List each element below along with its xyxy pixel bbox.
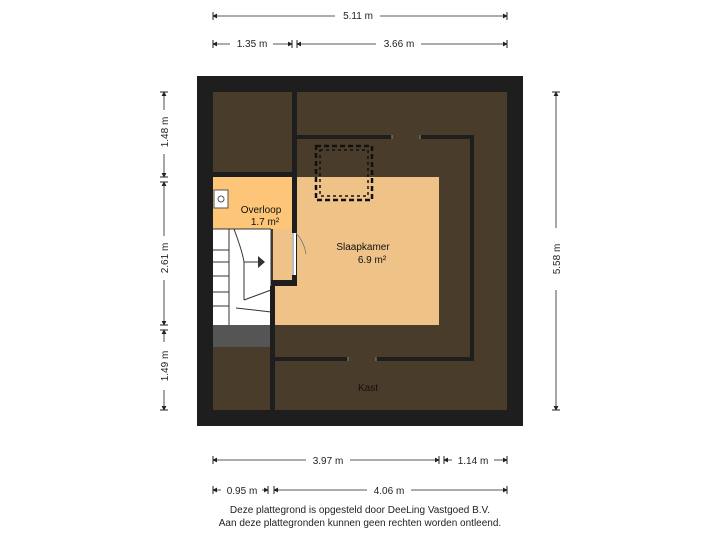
- dim-left-middle: 2.61 m: [160, 243, 171, 274]
- overloop-area: 1.7 m²: [251, 217, 280, 228]
- dim-bottom-lower-left: 0.95 m: [227, 486, 258, 497]
- staircase: [213, 228, 272, 347]
- disclaimer-line-2: Aan deze plattegronden kunnen geen recht…: [218, 518, 502, 529]
- slaapkamer-label: Slaapkamer: [336, 242, 390, 253]
- building: Overloop 1.7 m² Slaapkamer 6.9 m² Kast: [197, 76, 523, 426]
- dimension-ticks: [160, 12, 560, 494]
- dim-left-top: 1.48 m: [160, 117, 171, 148]
- dim-left-bottom: 1.49 m: [160, 351, 171, 382]
- dim-bottom-upper-left: 3.97 m: [313, 456, 344, 467]
- skylight: [314, 144, 374, 202]
- dimension-lines: [161, 13, 559, 493]
- bedroom-door: [292, 232, 307, 275]
- dim-top-total: 5.11 m: [343, 11, 373, 22]
- overloop-label: Overloop: [241, 205, 282, 216]
- knee-wall-openings: [348, 135, 420, 361]
- dim-right-total: 5.58 m: [552, 244, 563, 275]
- slaapkamer-floor: [273, 177, 439, 325]
- dim-bottom-lower-right: 4.06 m: [374, 486, 405, 497]
- interior-walls: [213, 92, 297, 410]
- kast-label: Kast: [358, 383, 378, 394]
- sink-icon: [213, 189, 229, 209]
- stair-arrow-icon: [258, 256, 265, 268]
- slaapkamer-area: 6.9 m²: [358, 255, 387, 266]
- dim-bottom-upper-right: 1.14 m: [458, 456, 489, 467]
- dim-top-right: 3.66 m: [384, 39, 415, 50]
- disclaimer-line-1: Deze plattegrond is opgesteld door DeeLi…: [229, 505, 491, 516]
- dim-top-left: 1.35 m: [237, 39, 268, 50]
